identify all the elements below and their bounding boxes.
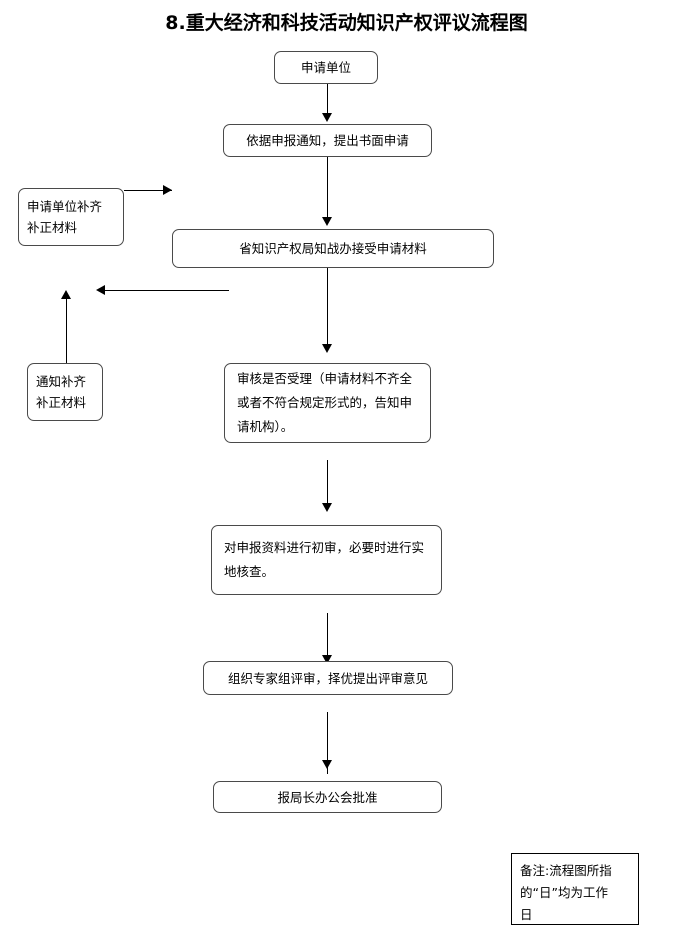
node-label: 依据申报通知，提出书面申请 [246,133,409,148]
connector-n2-n4 [327,157,328,219]
arrowhead-n3-right [163,185,172,195]
arrowhead-n5-up [61,290,71,299]
note-line2: 的“日”均为工作 [520,885,608,900]
node-review-acceptance[interactable]: 审核是否受理（申请材料不齐全或者不符合规定形式的，告知申请机构）。 [224,363,431,443]
connector-n5-up [66,297,67,363]
connector-n1-n2 [327,84,328,115]
arrowhead-n4-n6 [322,344,332,353]
node-written-application[interactable]: 依据申报通知，提出书面申请 [223,124,432,157]
node-label-line1: 申请单位补齐 [27,199,103,214]
node-label: 报局长办公会批准 [277,789,378,805]
node-label: 对申报资料进行初审，必要时进行实地核查。 [224,540,425,579]
connector-n4-n6 [327,268,328,346]
node-label-line1: 通知补齐 [36,374,87,389]
node-label: 申请单位 [300,60,351,75]
connector-reject-horizontal [102,290,229,291]
page-title: 8.重大经济和科技活动知识产权评议流程图 [165,12,528,34]
connector-n7-n8 [327,613,328,658]
node-preliminary-review[interactable]: 对申报资料进行初审，必要时进行实地核查。 [211,525,442,595]
arrowhead-n8-n9 [322,760,332,769]
arrowhead-reject-left [96,285,105,295]
node-label: 组织专家组评审，择优提出评审意见 [227,670,428,686]
connector-n8-n9 [327,712,328,774]
node-notify-supplement-materials[interactable]: 通知补齐 补正材料 [27,363,103,421]
node-applicant-supplement-materials[interactable]: 申请单位补齐 补正材料 [18,188,124,246]
node-applicant-unit[interactable]: 申请单位 [274,51,378,84]
node-label: 审核是否受理（申请材料不齐全或者不符合规定形式的，告知申请机构）。 [237,371,413,434]
node-label: 省知识产权局知战办接受申请材料 [239,241,427,256]
arrowhead-n1-n2 [322,113,332,122]
node-bureau-receives-materials[interactable]: 省知识产权局知战办接受申请材料 [172,229,494,268]
note-line3: 日 [520,907,533,922]
note-box: 备注:流程图所指 的“日”均为工作 日 [511,853,639,925]
arrowhead-n6-n7 [322,503,332,512]
node-expert-review[interactable]: 组织专家组评审，择优提出评审意见 [203,661,453,695]
node-label-line2: 补正材料 [36,395,87,410]
node-label-line2: 补正材料 [27,220,78,235]
arrowhead-n7-n8 [322,655,332,664]
connector-n6-n7 [327,460,328,505]
note-line1: 备注:流程图所指 [520,863,612,878]
node-director-approval[interactable]: 报局长办公会批准 [213,781,442,813]
arrowhead-n2-n4 [322,217,332,226]
connector-n3-right [124,190,172,191]
